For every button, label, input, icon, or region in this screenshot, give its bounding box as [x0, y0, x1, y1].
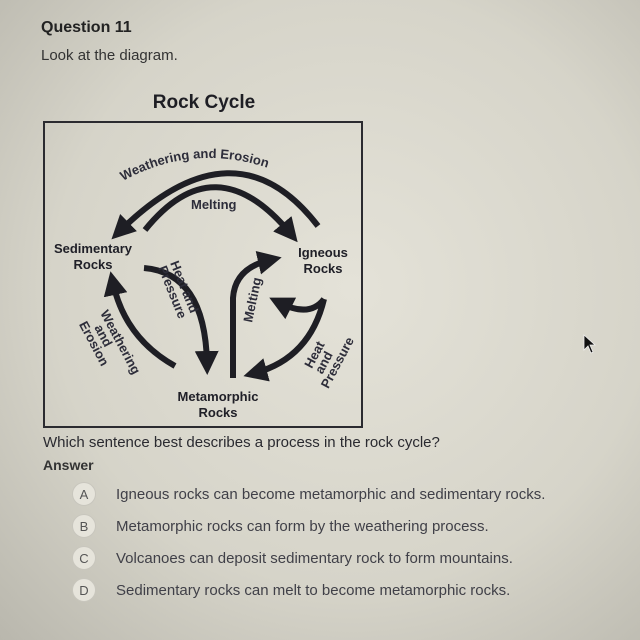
- diagram-title: Rock Cycle: [152, 92, 256, 113]
- label-metamorphic-rocks: Metamorphic Rocks: [178, 389, 259, 420]
- question-prompt: Which sentence best describes a process …: [43, 434, 440, 451]
- svg-text:Sedimentary: Sedimentary: [54, 241, 133, 256]
- label-heat-pressure-center: Heat and Pressure: [155, 259, 202, 321]
- arrow-igneous-to-sedimentary: [111, 170, 321, 240]
- svg-text:Metamorphic: Metamorphic: [178, 389, 259, 404]
- svg-text:Rocks: Rocks: [303, 261, 342, 276]
- option-b[interactable]: B Metamorphic rocks can form by the weat…: [72, 510, 545, 542]
- option-c[interactable]: C Volcanoes can deposit sedimentary rock…: [72, 542, 545, 574]
- arrow-metamorphic-to-igneous: [230, 250, 282, 378]
- rock-cycle-diagram: Weathering and Erosion Melting Heat and …: [43, 121, 363, 428]
- mouse-pointer-icon: [583, 334, 597, 354]
- option-text[interactable]: Igneous rocks can become metamorphic and…: [116, 485, 546, 503]
- label-melting-top: Melting: [191, 197, 237, 212]
- option-letter[interactable]: D: [72, 578, 96, 602]
- svg-text:Rocks: Rocks: [73, 257, 112, 272]
- arrow-sedimentary-to-metamorphic: [143, 265, 219, 375]
- option-text[interactable]: Sedimentary rocks can melt to become met…: [116, 581, 511, 599]
- label-igneous-rocks: Igneous Rocks: [298, 245, 348, 276]
- arrow-metamorphic-to-sedimentary: [103, 271, 177, 369]
- question-intro: Look at the diagram.: [41, 47, 178, 64]
- option-letter[interactable]: A: [72, 482, 96, 506]
- svg-text:Rocks: Rocks: [198, 405, 237, 420]
- answer-options: A Igneous rocks can become metamorphic a…: [72, 478, 545, 606]
- answer-label: Answer: [43, 457, 94, 473]
- arrow-sedimentary-to-igneous: [142, 184, 298, 243]
- label-heat-pressure-right: Heat and Pressure: [301, 334, 357, 390]
- arrow-igneous-loop: [269, 297, 327, 320]
- arrow-igneous-to-metamorphic: [243, 298, 327, 382]
- option-text[interactable]: Metamorphic rocks can form by the weathe…: [116, 517, 489, 535]
- option-letter[interactable]: C: [72, 546, 96, 570]
- option-text[interactable]: Volcanoes can deposit sedimentary rock t…: [116, 549, 513, 567]
- option-letter[interactable]: B: [72, 514, 96, 538]
- option-d[interactable]: D Sedimentary rocks can melt to become m…: [72, 574, 545, 606]
- label-weathering-erosion-left: Weathering and Erosion: [76, 307, 144, 376]
- question-title: Question 11: [41, 19, 132, 36]
- option-a[interactable]: A Igneous rocks can become metamorphic a…: [72, 478, 545, 510]
- label-sedimentary-rocks: Sedimentary Rocks: [54, 241, 133, 272]
- label-melting-center: Melting: [240, 276, 264, 324]
- svg-text:Igneous: Igneous: [298, 245, 348, 260]
